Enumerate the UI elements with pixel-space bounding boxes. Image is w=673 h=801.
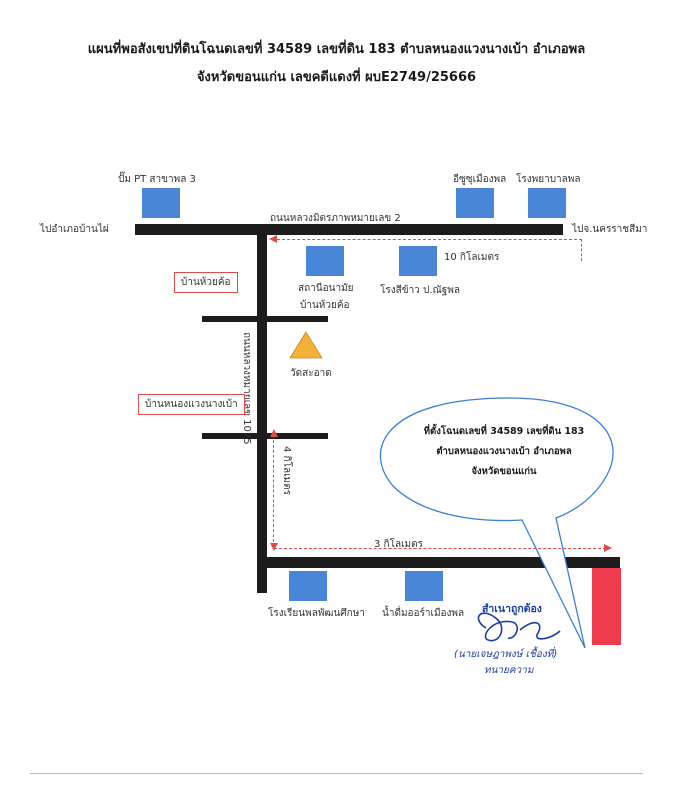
- bubble-line2: ตำบลหนองแวงนางเบ้า อำเภอพล: [436, 446, 572, 457]
- signature-mark: [477, 612, 561, 642]
- lawyer-name: (นายเจษฎาพงษ์ เชื้องที่): [454, 649, 558, 660]
- dashed-4km-line: [273, 435, 274, 547]
- hospital-building: [528, 188, 566, 218]
- water-plant-building: [405, 571, 443, 601]
- target-parcel: [592, 568, 621, 645]
- hospital-label: โรงพยาบาลพล: [516, 174, 581, 185]
- isuzu-label: อีซูซุเมืองพล: [453, 174, 507, 185]
- nong-waeng-side-road: [202, 433, 328, 439]
- rice-mill-label: โรงสีข้าว ป.ณัฐพล: [380, 285, 461, 296]
- lawyer-role: ทนายความ: [484, 665, 534, 676]
- south-road: [257, 557, 620, 568]
- temple-icon: [289, 331, 323, 359]
- arrow-down-3km: [270, 543, 278, 551]
- village-nong-waeng-label: บ้านหนองแวงนางเบ้า: [138, 394, 245, 415]
- arrow-up-4km: [270, 429, 278, 437]
- to-nakhon-ratchasima-label: ไปจ.นครราชสีมา: [572, 224, 648, 235]
- map-title-line2: จังหวัดขอนแก่น เลขคดีแดงที่ ผบE2749/2566…: [196, 70, 477, 85]
- water-plant-label: น้ำดื่มออร์าเมืองพล: [382, 608, 465, 619]
- health-center-sub-label: บ้านห้วยค้อ: [300, 300, 350, 311]
- certified-copy-heading: สำเนาถูกต้อง: [482, 603, 542, 615]
- dashed-10km-line: [272, 239, 582, 240]
- school-label: โรงเรียนพลพัฒนศึกษา: [268, 608, 365, 619]
- rice-mill-building: [399, 246, 437, 276]
- pt-station-building: [142, 188, 180, 218]
- school-building: [289, 571, 327, 601]
- dashed-3km-line: [274, 548, 606, 549]
- pt-station-label: ปั๊ม PT สาขาพล 3: [118, 174, 196, 185]
- arrow-right-3km: [604, 544, 612, 552]
- distance-3km-label: 3 กิโลเมตร: [374, 539, 423, 550]
- bubble-line1: ที่ตั้งโฉนดเลขที่ 34589 เลขที่ดิน 183: [423, 426, 585, 437]
- village-huai-kho-label: บ้านห้วยค้อ: [174, 272, 238, 293]
- bubble-line3: จังหวัดขอนแก่น: [471, 466, 537, 477]
- huai-kho-side-road: [202, 316, 328, 322]
- location-bubble: [379, 397, 614, 649]
- health-center-building: [306, 246, 344, 276]
- temple-label: วัดสะอาด: [290, 368, 332, 379]
- distance-10km-label: 10 กิโลเมตร: [444, 252, 500, 263]
- dashed-right-drop: [581, 239, 582, 261]
- vertical-highway-road: [257, 233, 267, 593]
- map-title-line1: แผนที่พอสังเขปที่ดินโฉนดเลขที่ 34589 เลข…: [87, 42, 586, 57]
- isuzu-building: [456, 188, 494, 218]
- distance-4km-label: 4 กิโลเมตร: [281, 446, 292, 495]
- bottom-divider: [30, 773, 643, 774]
- main-highway-label: ถนนหลวงมิตรภาพหมายเลข 2: [270, 213, 401, 224]
- health-center-label: สถานีอนามัย: [298, 283, 354, 294]
- main-highway-road: [135, 224, 563, 235]
- to-ban-phai-label: ไปอำเภอบ้านไผ่: [40, 224, 109, 235]
